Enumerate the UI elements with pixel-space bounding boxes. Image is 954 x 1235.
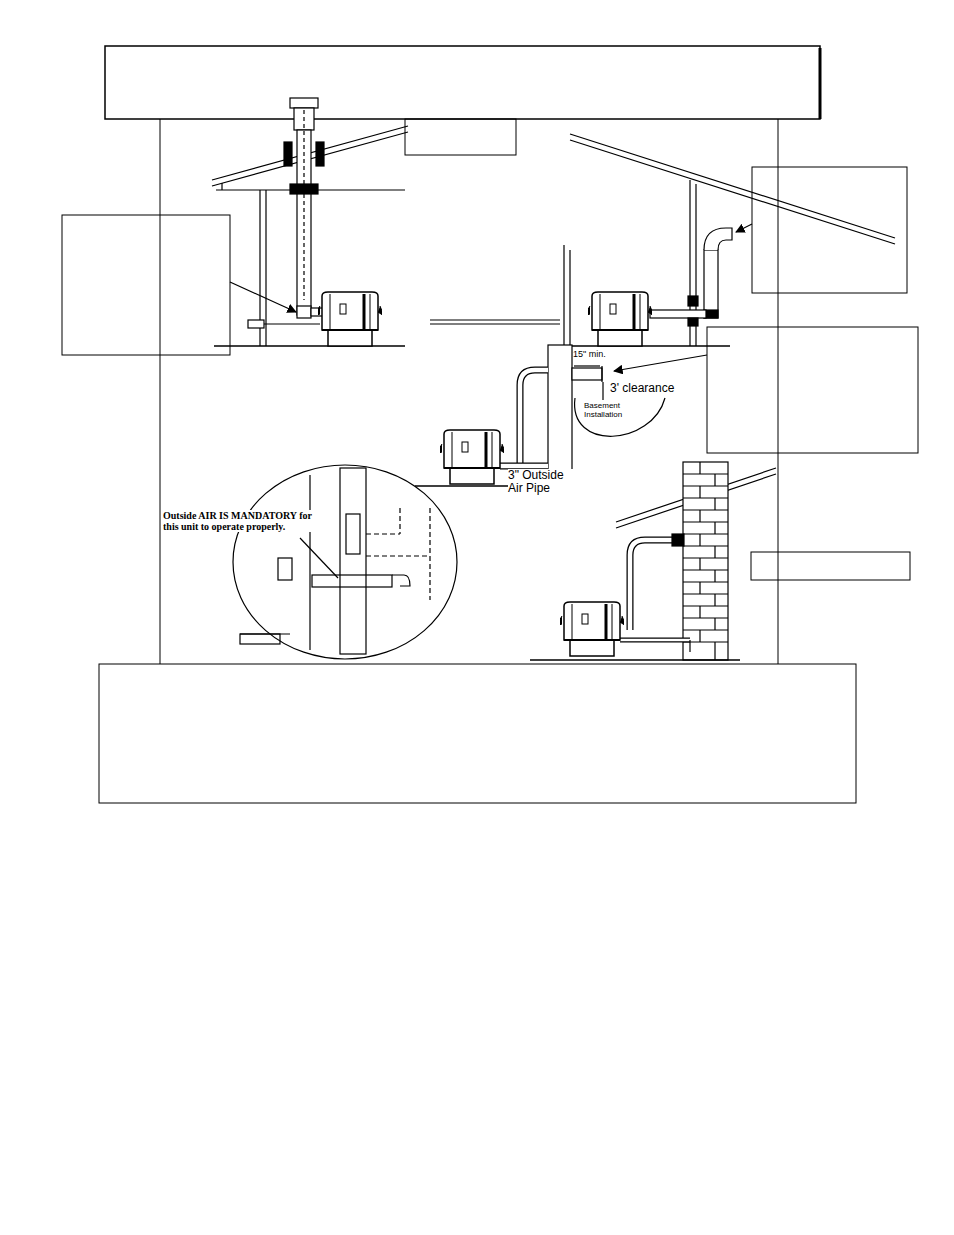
basement-scene bbox=[415, 245, 665, 490]
stove-figure bbox=[584, 292, 654, 346]
small-frame bbox=[405, 119, 516, 155]
callout-frame bbox=[707, 327, 918, 453]
annotation-label: 3' clearance bbox=[610, 382, 694, 395]
callout-frame bbox=[751, 552, 910, 580]
annotation-label: Basement Installation bbox=[584, 402, 640, 420]
through-roof-scene bbox=[212, 98, 408, 346]
footer-frame bbox=[99, 664, 856, 803]
annotation-label: 3" Outside Air Pipe bbox=[508, 469, 580, 495]
outside-air-inset bbox=[233, 465, 457, 659]
through-wall-scene bbox=[560, 134, 895, 346]
empty-frames bbox=[62, 46, 918, 803]
annotation-label: 15" min. bbox=[573, 350, 617, 360]
annotation-label: Outside AIR IS MANDATORY for this unit t… bbox=[163, 510, 325, 532]
header-frame bbox=[105, 46, 820, 119]
stove-figure bbox=[556, 602, 626, 656]
stove-figure bbox=[314, 292, 384, 346]
stove-figure bbox=[436, 430, 506, 484]
callout-frame bbox=[62, 215, 230, 355]
callout-frame bbox=[752, 167, 907, 293]
frame-line bbox=[160, 119, 161, 664]
